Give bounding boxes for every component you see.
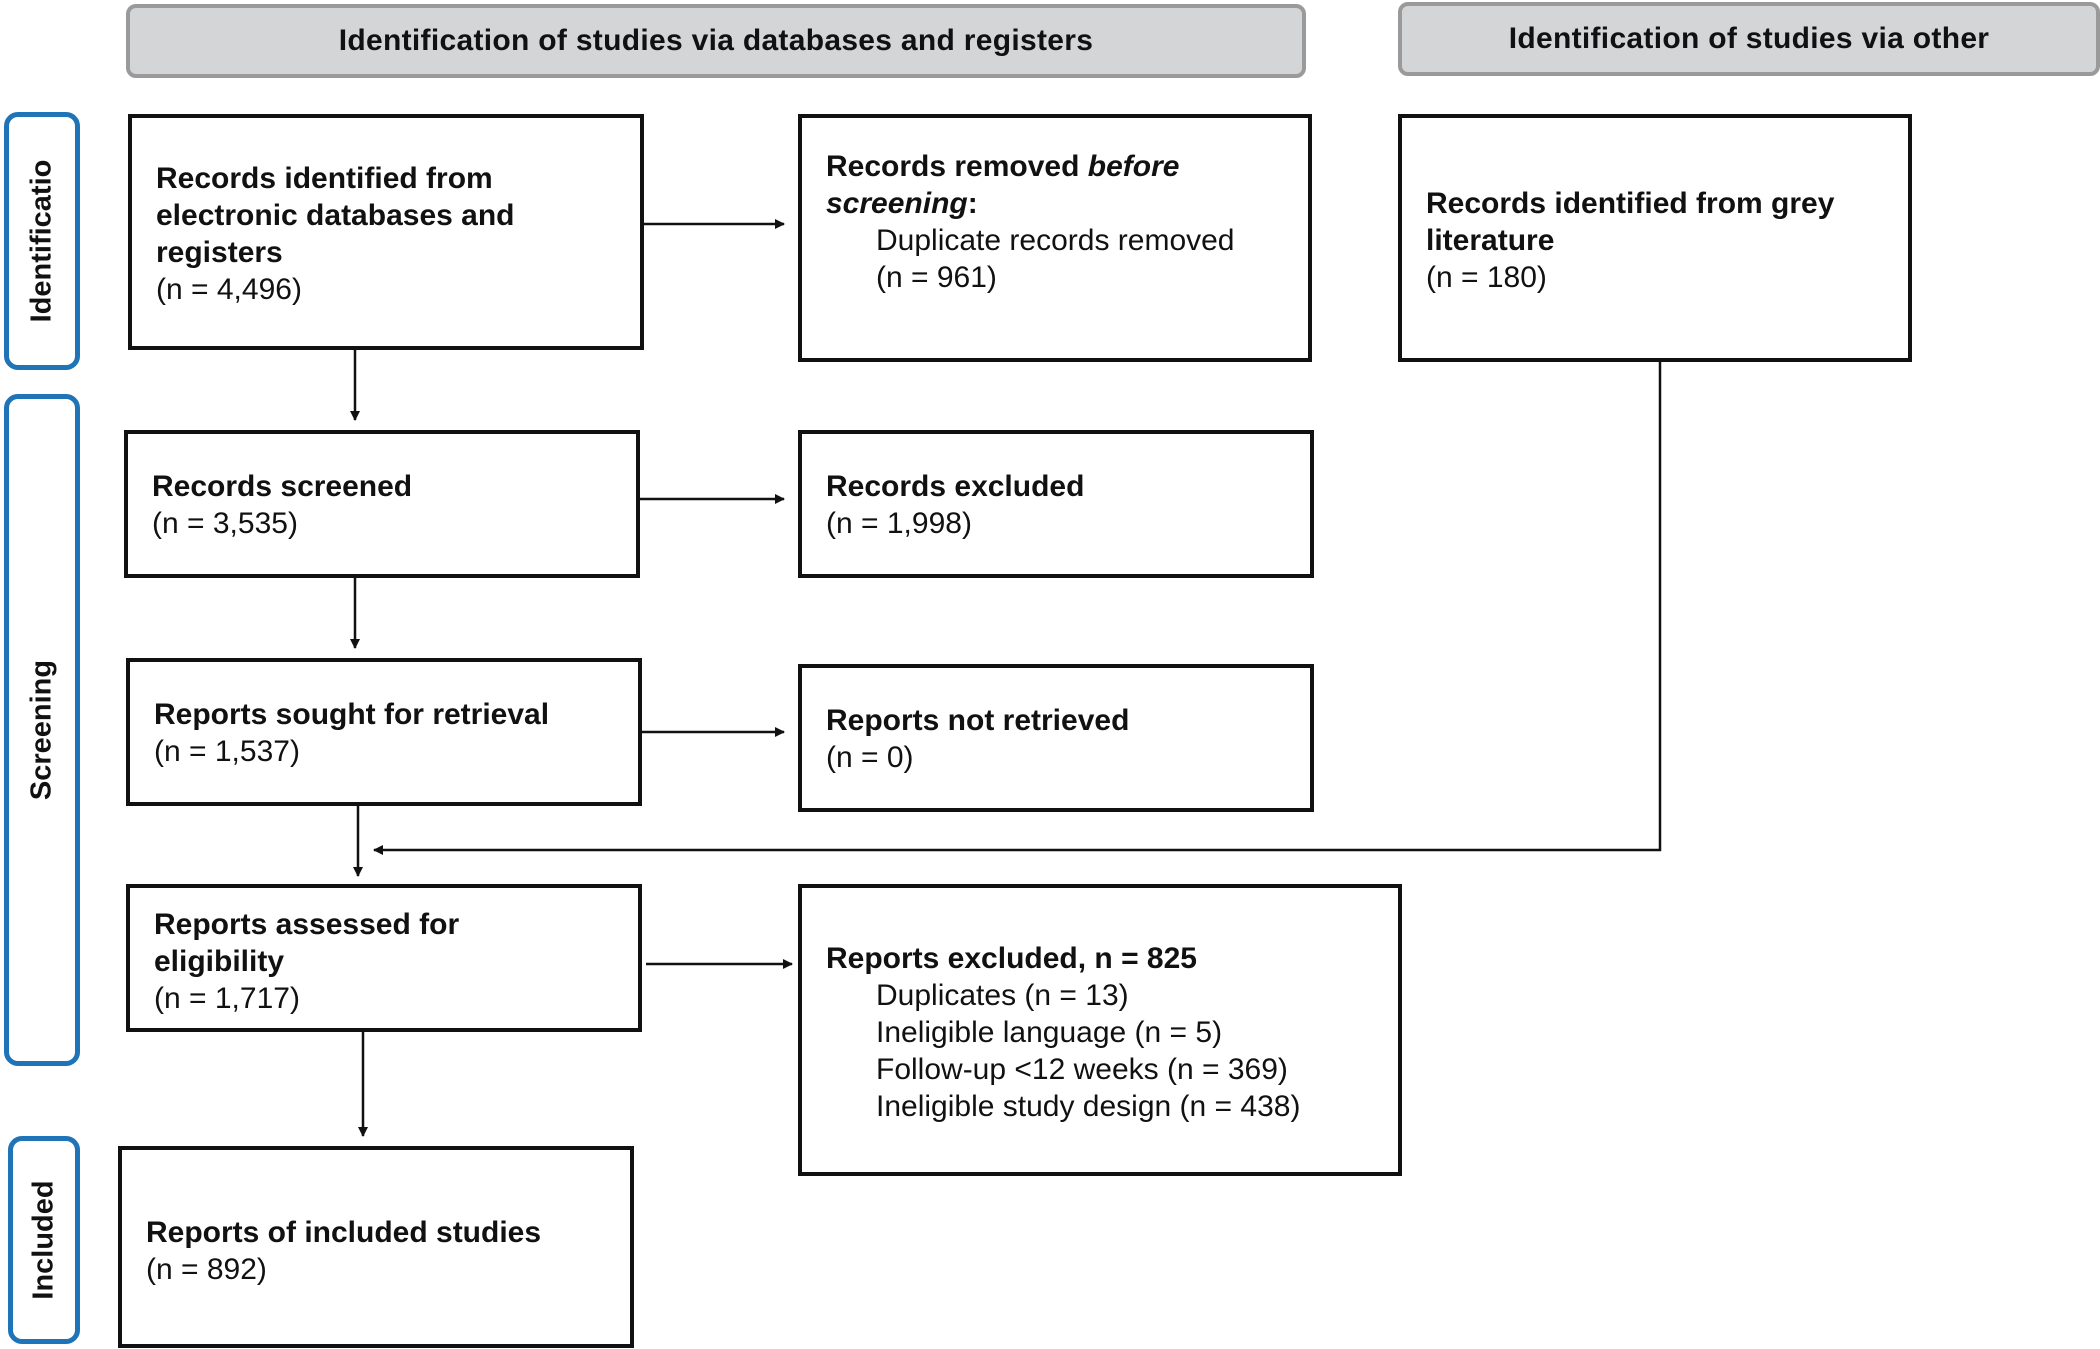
stage-identification: Identificatio bbox=[4, 112, 80, 370]
included-studies-title: Reports of included studies bbox=[146, 1216, 542, 1249]
stage-included: Included bbox=[8, 1136, 80, 1344]
reports-not-retrieved-count: (n = 0) bbox=[826, 741, 914, 774]
exclusion-reason: Follow-up <12 weeks (n = 369) bbox=[876, 1053, 1288, 1086]
reports-sought-box: Reports sought for retrieval (n = 1,537) bbox=[126, 658, 642, 806]
grey-literature-connector bbox=[373, 362, 1662, 855]
header-other-methods: Identification of studies via other bbox=[1398, 2, 2100, 76]
reports-not-retrieved-title: Reports not retrieved bbox=[826, 704, 1130, 737]
records-excluded-count: (n = 1,998) bbox=[826, 507, 972, 540]
records-identified-title-1: Records identified from bbox=[156, 162, 493, 195]
grey-literature-box: Records identified from grey literature … bbox=[1398, 114, 1912, 362]
grey-literature-count: (n = 180) bbox=[1426, 261, 1547, 294]
included-studies-count: (n = 892) bbox=[146, 1253, 267, 1286]
exclusion-reason: Ineligible study design (n = 438) bbox=[876, 1090, 1301, 1123]
grey-literature-title-1: Records identified from grey bbox=[1426, 187, 1835, 220]
records-excluded-box: Records excluded (n = 1,998) bbox=[798, 430, 1314, 578]
reports-assessed-box: Reports assessed for eligibility (n = 1,… bbox=[126, 884, 642, 1032]
records-screened-count: (n = 3,535) bbox=[152, 507, 298, 540]
records-identified-box: Records identified from electronic datab… bbox=[128, 114, 644, 350]
reports-sought-count: (n = 1,537) bbox=[154, 735, 300, 768]
header-other-label: Identification of studies via other bbox=[1508, 22, 1990, 55]
records-removed-box: Records removed before screening: Duplic… bbox=[798, 114, 1312, 362]
reports-sought-title: Reports sought for retrieval bbox=[154, 698, 550, 731]
header-databases-registers: Identification of studies via databases … bbox=[126, 4, 1306, 78]
stage-screening: Screening bbox=[4, 394, 80, 1066]
records-excluded-title: Records excluded bbox=[826, 470, 1085, 503]
exclusion-reason: Ineligible language (n = 5) bbox=[876, 1016, 1223, 1049]
reports-assessed-title-2: eligibility bbox=[154, 945, 285, 978]
records-removed-title: Records removed before bbox=[826, 150, 1180, 183]
records-identified-count: (n = 4,496) bbox=[156, 273, 302, 306]
included-studies-box: Reports of included studies (n = 892) bbox=[118, 1146, 634, 1348]
exclusion-reason: Duplicates (n = 13) bbox=[876, 979, 1129, 1012]
records-removed-count: (n = 961) bbox=[876, 261, 997, 294]
records-screened-title: Records screened bbox=[152, 470, 413, 503]
reports-excluded-title: Reports excluded, n = 825 bbox=[826, 942, 1197, 975]
records-identified-title-3: registers bbox=[156, 236, 283, 269]
reports-excluded-box: Reports excluded, n = 825 Duplicates (n … bbox=[798, 884, 1402, 1176]
header-databases-label: Identification of studies via databases … bbox=[338, 24, 1094, 57]
records-removed-title-2: screening: bbox=[826, 187, 978, 220]
records-screened-box: Records screened (n = 3,535) bbox=[124, 430, 640, 578]
reports-assessed-title-1: Reports assessed for bbox=[154, 908, 460, 941]
reports-not-retrieved-box: Reports not retrieved (n = 0) bbox=[798, 664, 1314, 812]
records-identified-title-2: electronic databases and bbox=[156, 199, 515, 232]
reports-assessed-count: (n = 1,717) bbox=[154, 982, 300, 1015]
records-removed-detail: Duplicate records removed bbox=[876, 224, 1235, 257]
grey-literature-title-2: literature bbox=[1426, 224, 1555, 257]
